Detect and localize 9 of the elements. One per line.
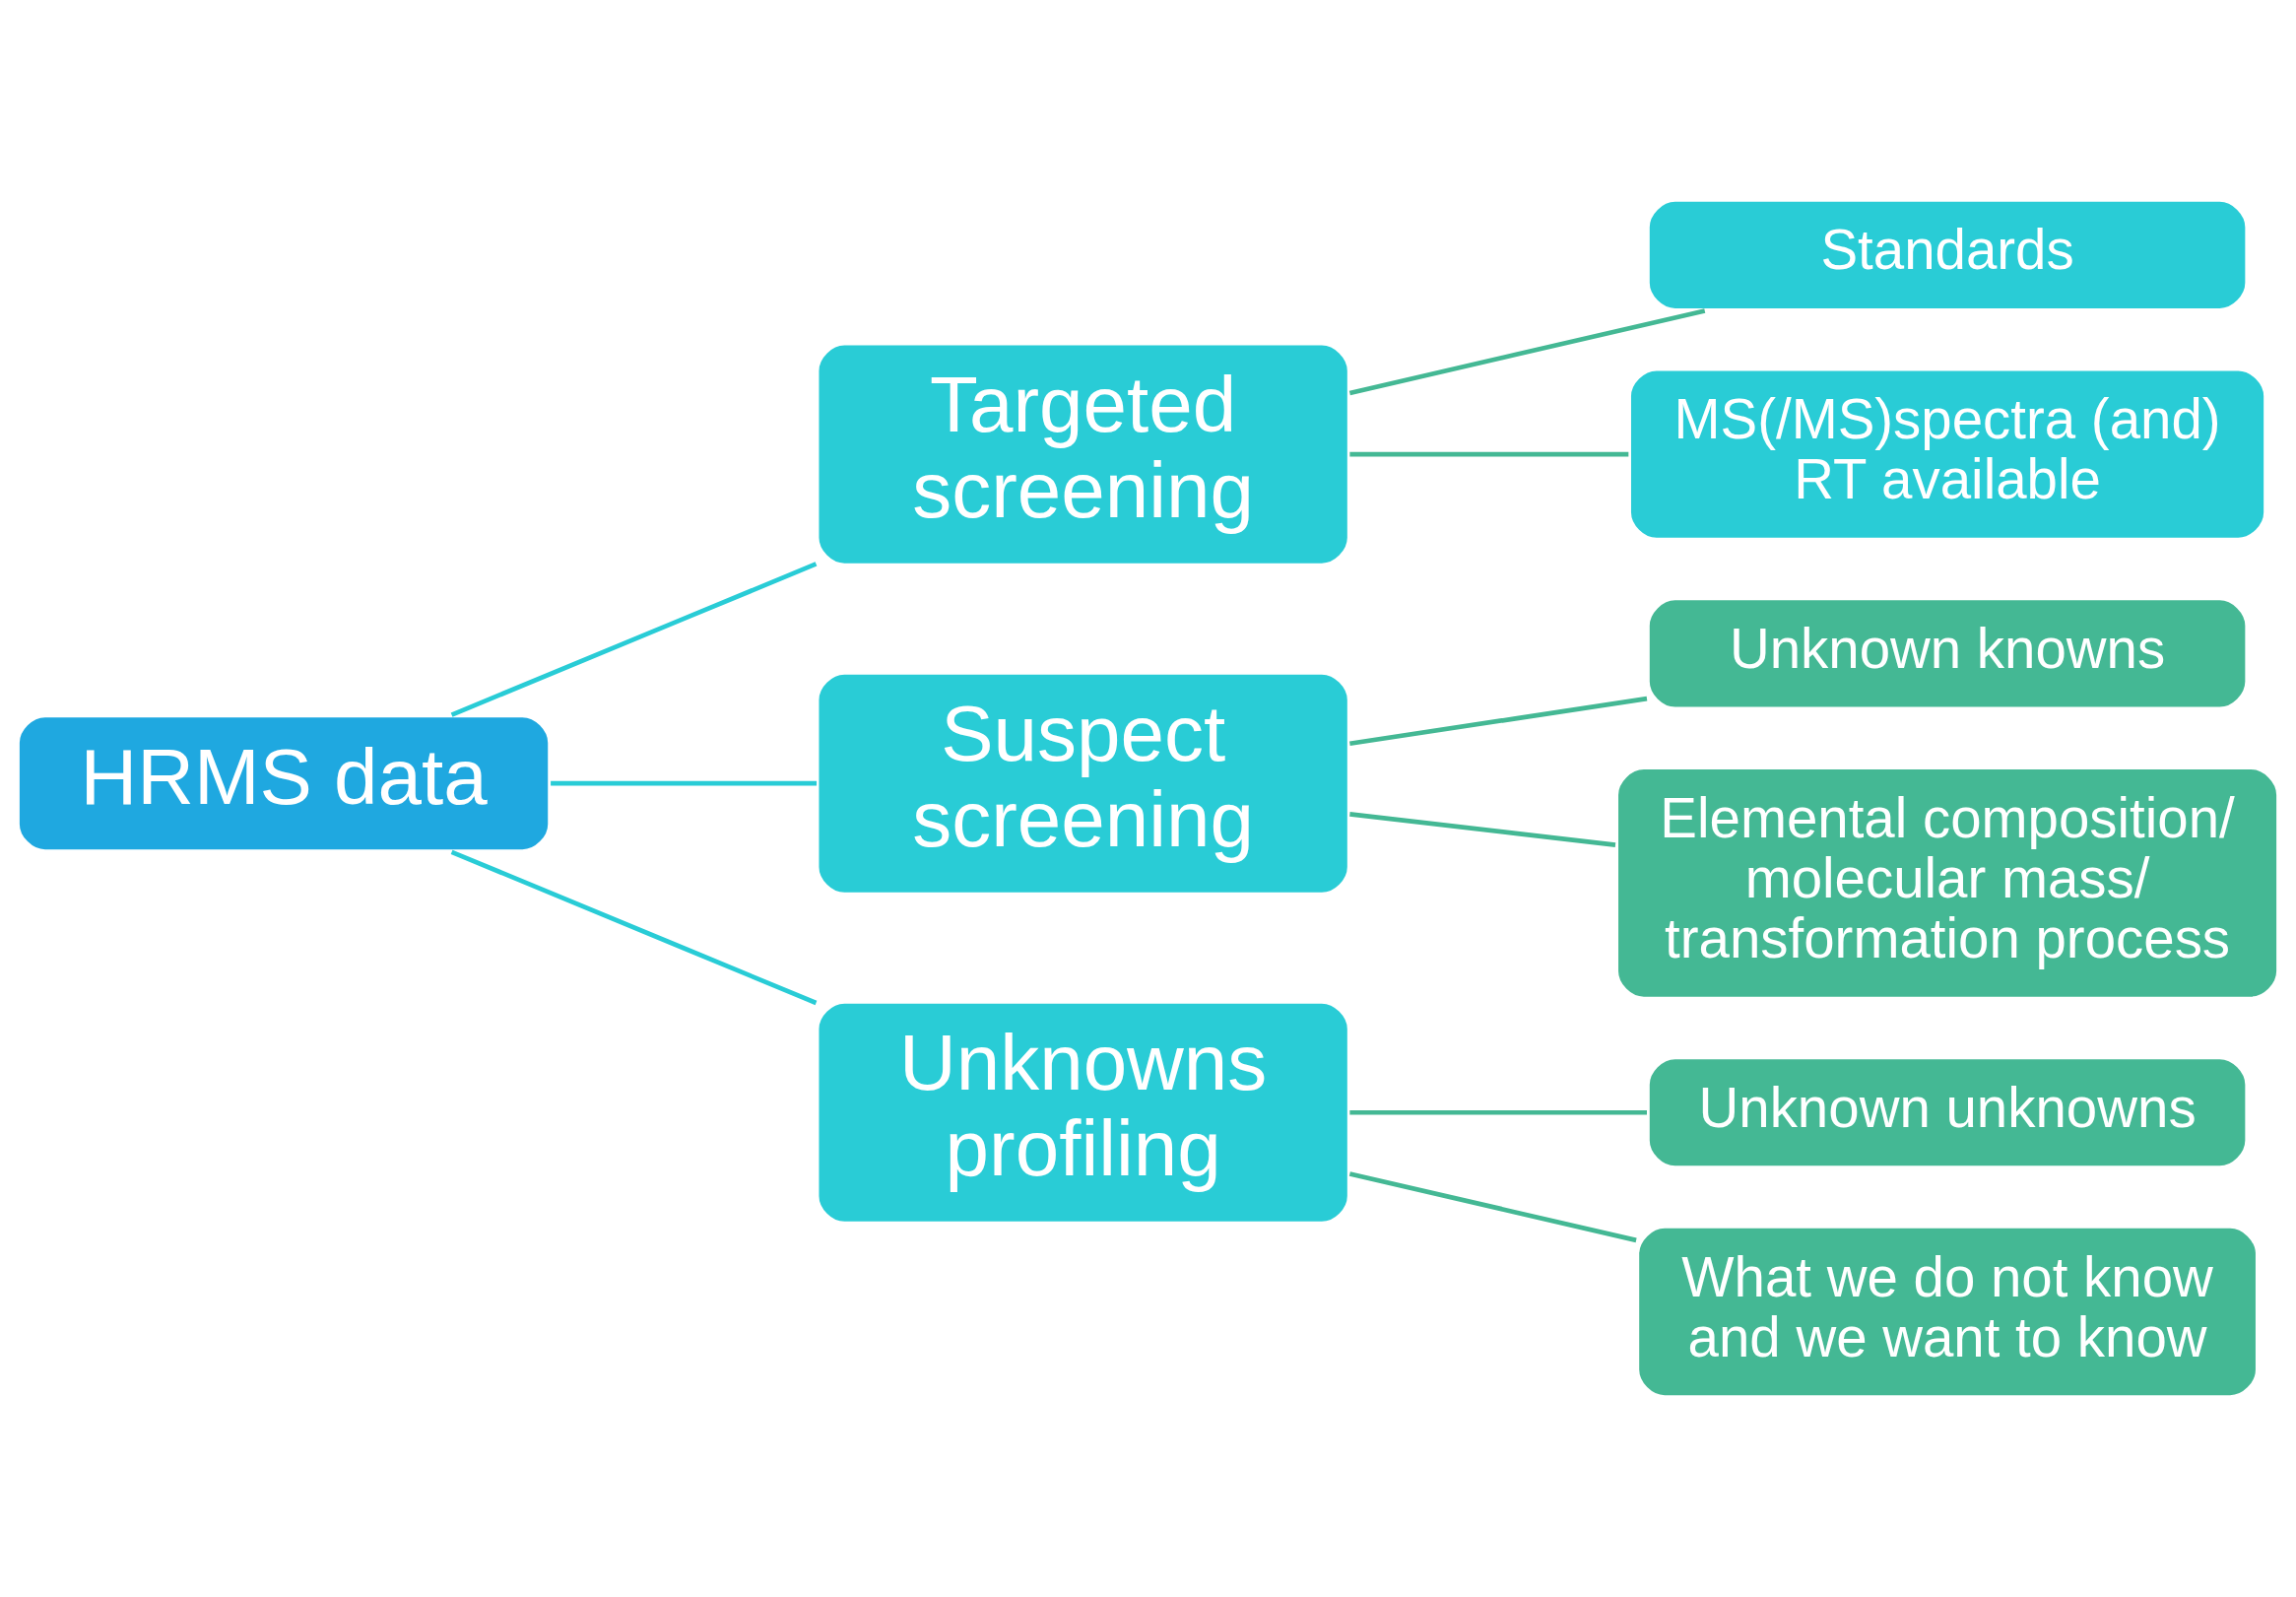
connector	[1349, 696, 1648, 747]
connector	[450, 849, 818, 1006]
connector	[1349, 1109, 1647, 1115]
connector	[450, 562, 818, 717]
connector	[1348, 1171, 1637, 1243]
connector	[1348, 308, 1706, 396]
connector	[1349, 811, 1616, 847]
connector	[551, 780, 818, 786]
connector	[1349, 451, 1629, 457]
